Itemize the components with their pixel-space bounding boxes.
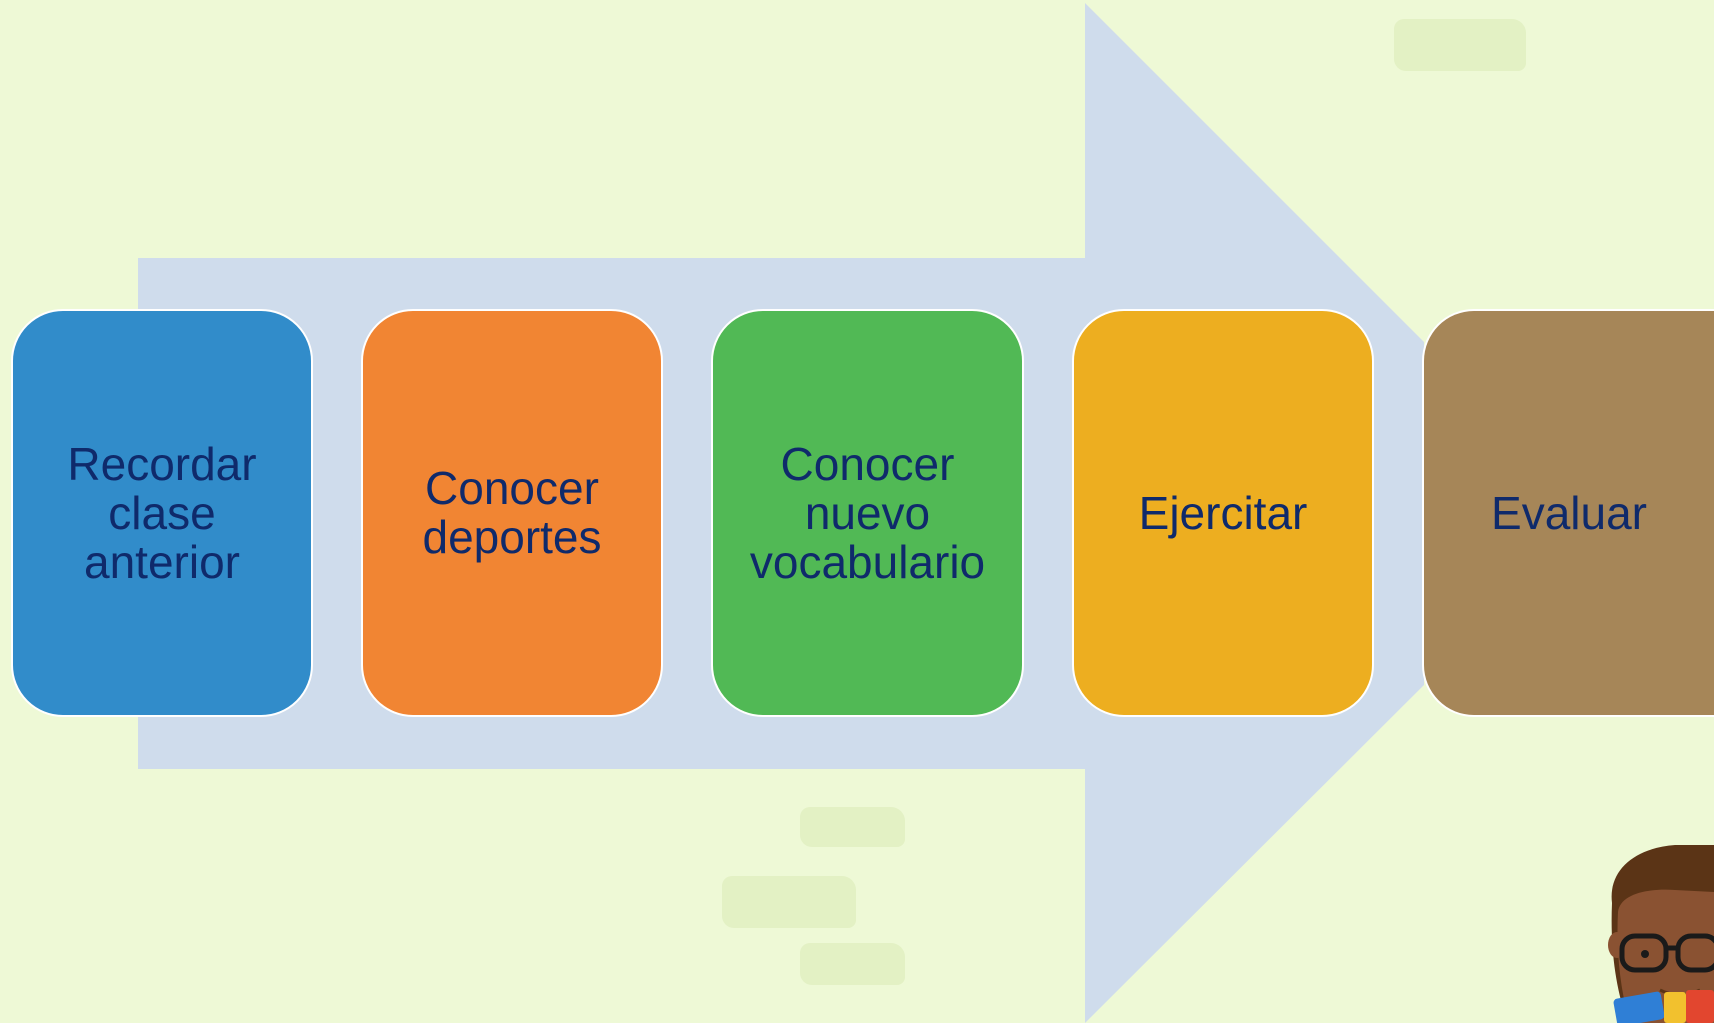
- step-recordar-clase-anterior: Recordar clase anterior: [11, 309, 313, 717]
- step-label: Ejercitar: [1138, 486, 1308, 539]
- step-ejercitar: Ejercitar: [1072, 309, 1374, 717]
- background-smudge: [722, 876, 856, 928]
- background-smudge: [800, 943, 905, 985]
- step-label: Recordar clase anterior: [67, 437, 257, 588]
- boy-character-illustration: [1608, 845, 1714, 1023]
- step-conocer-deportes: Conocer deportes: [361, 309, 663, 717]
- step-evaluar: Evaluar: [1422, 309, 1714, 717]
- step-label: Conocer deportes: [422, 462, 602, 563]
- background-smudge: [800, 807, 905, 847]
- step-conocer-nuevo-vocabulario: Conocer nuevo vocabulario: [711, 309, 1024, 717]
- step-label: Conocer nuevo vocabulario: [749, 437, 986, 588]
- step-label: Evaluar: [1491, 486, 1647, 539]
- background-smudge: [1394, 19, 1526, 71]
